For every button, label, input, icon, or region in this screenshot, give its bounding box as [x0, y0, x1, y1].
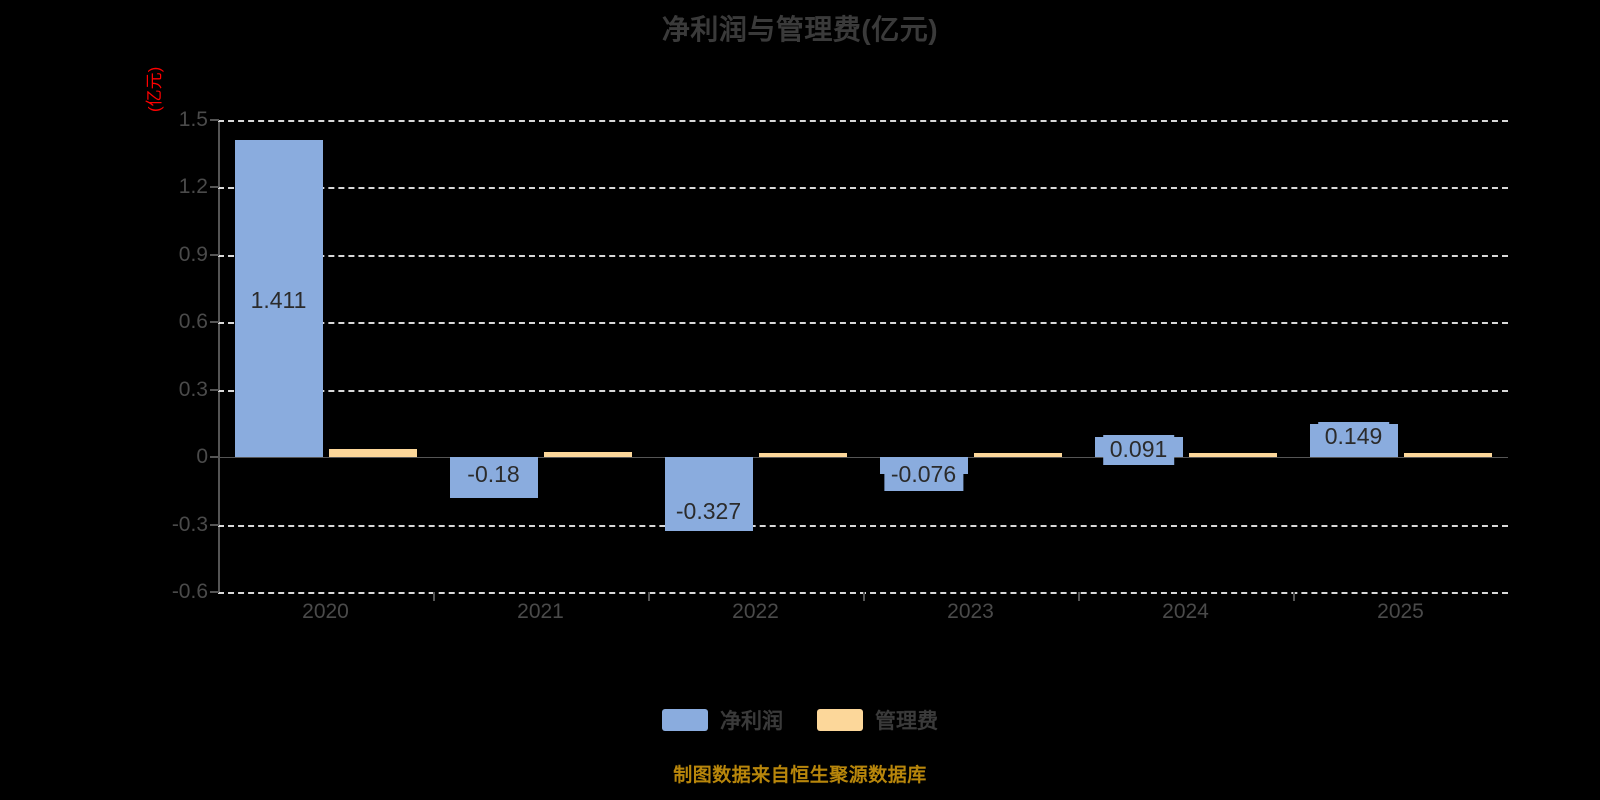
bar-admin-fee-2023[interactable]	[973, 453, 1062, 458]
gridline	[218, 524, 1508, 527]
bar-value-label-2020: 1.411	[243, 285, 314, 317]
legend-swatch-icon	[662, 709, 708, 731]
y-axis-label: 0.3	[178, 377, 208, 401]
x-axis-label-2024: 2024	[1162, 600, 1209, 623]
y-axis-tick	[210, 591, 219, 593]
x-axis-label-2021: 2021	[517, 600, 564, 623]
y-axis-tick	[210, 253, 219, 256]
chart-legend: 净利润 管理费	[0, 705, 1600, 735]
bar-value-label-2024: 0.091	[1102, 434, 1175, 466]
bar-admin-fee-2022[interactable]	[758, 453, 847, 458]
footnote: 制图数据来自恒生聚源数据库	[673, 765, 927, 786]
legend-item-net-profit[interactable]: 净利润	[662, 705, 783, 735]
bar-admin-fee-2024[interactable]	[1188, 453, 1277, 458]
y-axis-tick	[210, 321, 219, 324]
y-axis-tick	[210, 456, 219, 459]
x-axis-tick	[433, 592, 435, 601]
y-axis-label: 0	[196, 445, 208, 469]
y-axis-tick	[210, 119, 219, 121]
y-axis-label: 1.2	[178, 175, 208, 199]
y-axis-label: -0.3	[171, 512, 208, 536]
bar-admin-fee-2020[interactable]	[328, 448, 417, 458]
bar-admin-fee-2025[interactable]	[1403, 453, 1492, 458]
bar-admin-fee-2021[interactable]	[543, 452, 632, 458]
gridline	[218, 322, 1508, 325]
y-axis-tick	[210, 186, 219, 189]
legend-label: 净利润	[720, 710, 783, 733]
x-axis-label-2025: 2025	[1377, 600, 1424, 623]
x-axis-tick	[863, 592, 865, 601]
x-axis-label-2022: 2022	[732, 600, 779, 623]
bar-value-label-2021: -0.18	[460, 460, 527, 491]
legend-label: 管理费	[875, 710, 938, 733]
chart-title: 净利润与管理费(亿元)	[661, 14, 939, 45]
bar-value-label-2025: 0.149	[1317, 421, 1390, 453]
x-axis-label-2023: 2023	[947, 600, 994, 623]
legend-swatch-icon	[817, 709, 863, 731]
x-axis-label-2020: 2020	[302, 600, 349, 623]
bar-value-label-2023: -0.076	[883, 460, 964, 491]
y-axis-label: -0.6	[171, 580, 208, 603]
x-axis-tick	[1293, 592, 1295, 601]
y-axis-title: (亿元)	[145, 66, 164, 112]
gridline	[218, 457, 1508, 459]
gridline	[218, 254, 1508, 257]
x-axis-tick	[648, 592, 650, 601]
bar-value-label-2022: -0.327	[668, 496, 749, 528]
gridline	[218, 187, 1508, 190]
y-axis-tick	[210, 388, 219, 391]
gridline	[218, 120, 1508, 122]
gridline	[218, 389, 1508, 392]
y-axis-line	[218, 120, 220, 592]
y-axis-label: 0.9	[178, 242, 208, 266]
y-axis-label: 0.6	[178, 310, 208, 334]
y-axis-tick	[210, 523, 219, 526]
y-axis-label: 1.5	[178, 108, 208, 131]
legend-item-admin-fee[interactable]: 管理费	[817, 705, 938, 735]
plot-area: 1.411 -0.18 -0.327 -0.076 0.091 0.149	[218, 120, 1508, 594]
x-axis-tick	[1078, 592, 1080, 601]
